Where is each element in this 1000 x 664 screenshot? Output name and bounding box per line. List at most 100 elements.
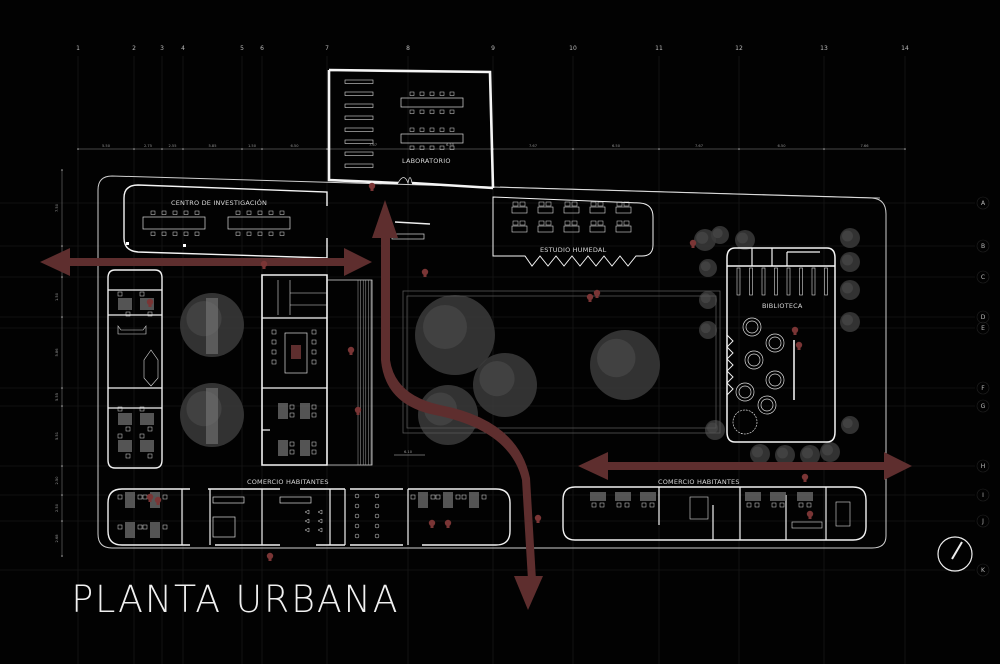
chair [545, 220, 552, 226]
grid-row-label: A [981, 200, 986, 207]
chair [311, 339, 317, 345]
chair [410, 494, 416, 500]
dimension-label: 5.51 [55, 432, 59, 440]
chair [183, 210, 189, 215]
lab-stool [409, 127, 415, 132]
counter [835, 501, 851, 527]
grid-column-label: 14 [901, 45, 909, 52]
chair [142, 494, 148, 500]
chair [304, 527, 310, 533]
trees [180, 226, 860, 465]
counter [689, 496, 709, 520]
chair [125, 453, 131, 459]
person-figure-body [691, 244, 695, 248]
chair [597, 220, 604, 226]
ramp-dimension: 6.10 [404, 450, 413, 454]
lab-stool [439, 91, 445, 96]
bookshelf [749, 267, 753, 296]
tree-canopy [479, 361, 515, 397]
dimension-label: 2.55 [168, 144, 176, 148]
person-figure-body [268, 557, 272, 561]
lab-bench [344, 79, 374, 84]
desk [615, 206, 632, 214]
lab-bench [344, 91, 374, 96]
grid-row-label: G [981, 403, 986, 410]
dimension-label: 2.50 [55, 476, 59, 485]
chair [271, 329, 277, 335]
chair [591, 502, 597, 508]
grid-row-label: D [981, 314, 986, 321]
dimension-tick [133, 148, 135, 150]
dimension-label: 5.86 [55, 348, 59, 357]
person-figure [586, 293, 594, 301]
person-figure-body [148, 303, 152, 307]
dimension-label: 6.50 [612, 144, 621, 148]
bookshelf [774, 267, 778, 296]
grid-row-label: H [981, 463, 986, 470]
desk [563, 206, 580, 214]
dimension-label: 6.50 [777, 144, 786, 148]
person-figure-body [156, 501, 160, 505]
stool [374, 523, 380, 529]
grid-column-label: 7 [325, 45, 329, 52]
grid-column-label: 12 [735, 45, 743, 52]
tree-canopy [712, 228, 723, 239]
chair [317, 509, 323, 515]
dimension-tick [61, 276, 63, 278]
grid-column-label: 5 [240, 45, 244, 52]
dimension-tick [823, 148, 825, 150]
chair [538, 220, 545, 226]
tree-canopy [700, 323, 711, 334]
chair [754, 502, 760, 508]
chair [519, 220, 526, 226]
east-west-arrow [578, 452, 912, 480]
person-figure [444, 519, 452, 527]
person-figure-body [262, 265, 266, 269]
centro-label: CENTRO DE INVESTIGACIÓN [171, 198, 267, 207]
person-figure [593, 289, 601, 297]
chair [461, 494, 467, 500]
dimension-tick [904, 148, 906, 150]
chair [512, 201, 519, 207]
laboratorio: 7.67 6.50 LABORATORIO [327, 68, 495, 190]
chair [150, 210, 156, 215]
chair [571, 201, 578, 207]
lab-stool [409, 145, 415, 150]
biblioteca: BIBLIOTECA [726, 247, 836, 443]
tree-canopy [842, 314, 853, 326]
west-east-arrow [40, 248, 372, 276]
biblioteca-label: BIBLIOTECA [762, 302, 803, 310]
tree-canopy [842, 418, 853, 429]
grid-column-label: 2 [132, 45, 136, 52]
column [183, 244, 186, 247]
chair [311, 412, 317, 418]
grid-column-label: 8 [406, 45, 410, 52]
comercio-left-label: COMERCIO HABITANTES [247, 478, 329, 486]
desk [537, 225, 554, 233]
person-figure-body [808, 515, 812, 519]
dimension-tick [61, 405, 63, 407]
table [140, 440, 154, 452]
dimension-label: 6.50 [290, 144, 299, 148]
desk [589, 225, 606, 233]
dimension-label: 1.50 [55, 292, 59, 301]
tree-canopy [777, 447, 788, 459]
stool [374, 493, 380, 499]
chair [172, 231, 178, 236]
grid-column-label: 9 [491, 45, 495, 52]
central-plaza [402, 290, 721, 434]
reading-pod [765, 333, 785, 353]
dimension-tick [572, 148, 574, 150]
dimension-label: 5.55 [55, 393, 59, 401]
dimension-tick [241, 148, 243, 150]
lab-bench [344, 115, 374, 120]
person-figure [354, 406, 362, 414]
estudio-humedal: ESTUDIO HUMEDAL [492, 196, 654, 267]
chair [771, 502, 777, 508]
chair [311, 329, 317, 335]
chair [147, 311, 153, 317]
lab-stool [419, 127, 425, 132]
lab-stool [449, 109, 455, 114]
stool [354, 513, 360, 519]
